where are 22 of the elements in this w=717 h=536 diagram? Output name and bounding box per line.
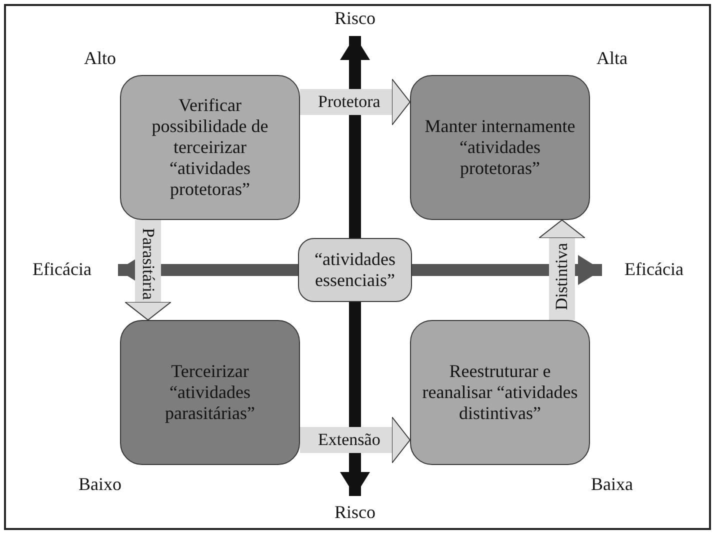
- quadrant-box: [410, 320, 590, 465]
- quadrant-box: [120, 75, 300, 220]
- node-text: Reestruturar e reanalisar “atividades distintivas”: [421, 361, 579, 424]
- quadrant-box: [120, 320, 300, 465]
- center-box: [298, 238, 412, 302]
- block-arrow: [300, 416, 410, 464]
- axis-label: Eficácia: [32, 259, 92, 280]
- axis-label: Risco: [334, 8, 376, 29]
- node-text: Manter internamente “atividades protetoras”: [424, 116, 576, 179]
- block-arrow: [538, 220, 586, 320]
- axis-label: Eficácia: [624, 259, 684, 280]
- scale-label: Alto: [84, 48, 116, 69]
- quadrant-box: [410, 75, 590, 220]
- node-text: Verificar possibilidade de terceirizar “atividades protetoras”: [150, 95, 270, 200]
- node-text: Terceirizar “atividades parasitárias”: [164, 361, 256, 424]
- scale-label: Baixo: [78, 474, 122, 495]
- block-arrow: [124, 220, 172, 320]
- scale-label: Alta: [596, 48, 628, 69]
- axis-label: Risco: [334, 502, 376, 523]
- block-arrow: [300, 78, 410, 126]
- scale-label: Baixa: [591, 474, 633, 495]
- node-text: “atividades essenciais”: [314, 249, 396, 291]
